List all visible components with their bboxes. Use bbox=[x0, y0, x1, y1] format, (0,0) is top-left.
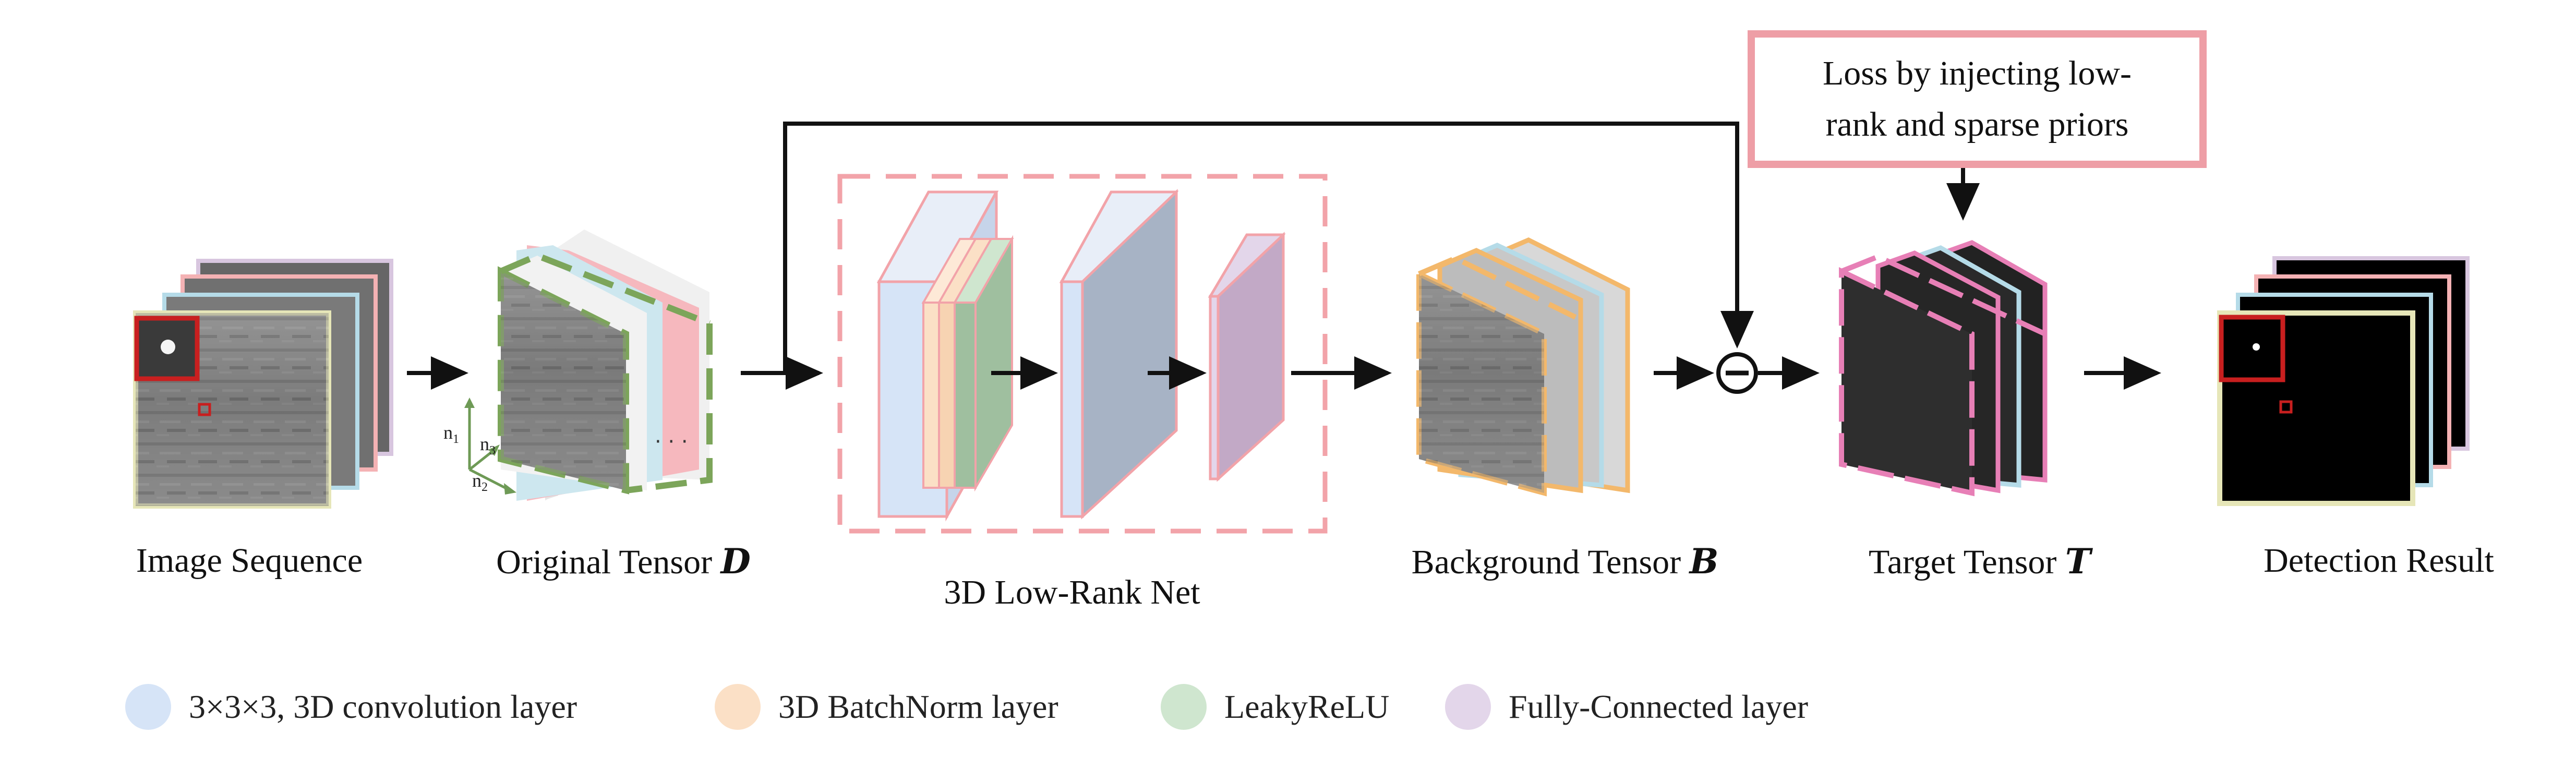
legend-item-conv: 3×3×3, 3D convolution layer bbox=[125, 683, 577, 730]
legend-item-batchnorm: 3D BatchNorm layer bbox=[715, 683, 1058, 730]
axis-icon bbox=[464, 398, 516, 495]
legend-label-batchnorm: 3D BatchNorm layer bbox=[778, 688, 1058, 725]
skip-connection-line bbox=[783, 122, 1754, 373]
label-target-tensor: Target Tensor T bbox=[1868, 541, 2091, 582]
legend-item-leakyrelu: LeakyReLU bbox=[1161, 683, 1389, 730]
legend-swatch-batchnorm bbox=[715, 684, 761, 730]
low-rank-net-frame bbox=[837, 174, 1328, 534]
loss-box: Loss by injecting low-rank and sparse pr… bbox=[1748, 30, 2207, 168]
target-zoom-box bbox=[2219, 315, 2285, 382]
symbol-t: T bbox=[2065, 541, 2091, 582]
detection-result-stack bbox=[2217, 256, 2470, 506]
label-detection-result: Detection Result bbox=[2264, 542, 2494, 580]
legend-swatch-conv bbox=[125, 684, 171, 730]
image-sequence-stack bbox=[133, 259, 393, 509]
background-tensor-block bbox=[1416, 237, 1630, 497]
label-background-tensor: Background Tensor B bbox=[1411, 541, 1719, 582]
legend-item-fc: Fully-Connected layer bbox=[1445, 683, 1808, 730]
label-low-rank-net: 3D Low-Rank Net bbox=[944, 573, 1200, 611]
axis-label-n3: n3 bbox=[480, 434, 496, 458]
target-marker bbox=[2279, 400, 2293, 414]
label-original-tensor: Original Tensor D bbox=[496, 541, 751, 582]
conv-block-1 bbox=[876, 190, 1014, 522]
axis-label-n1: n1 bbox=[443, 422, 459, 447]
svg-text:· · ·: · · · bbox=[655, 430, 688, 454]
legend-label-conv: 3×3×3, 3D convolution layer bbox=[189, 688, 577, 725]
legend-swatch-leakyrelu bbox=[1161, 684, 1207, 730]
fc-layer-block bbox=[1208, 232, 1286, 482]
legend-swatch-fc bbox=[1445, 684, 1491, 730]
symbol-b: B bbox=[1689, 541, 1719, 582]
legend-label-leakyrelu: LeakyReLU bbox=[1224, 688, 1390, 725]
conv-block-2 bbox=[1059, 189, 1179, 520]
symbol-d: D bbox=[720, 541, 751, 582]
label-image-sequence: Image Sequence bbox=[136, 542, 363, 580]
loss-box-text: Loss by injecting low-rank and sparse pr… bbox=[1822, 54, 2132, 143]
legend-label-fc: Fully-Connected layer bbox=[1509, 688, 1809, 725]
subtract-operator-icon bbox=[1716, 352, 1758, 394]
axis-label-n2: n2 bbox=[472, 470, 488, 495]
target-marker bbox=[198, 403, 211, 416]
original-tensor-block: · · · bbox=[498, 230, 713, 501]
target-tensor-block bbox=[1839, 240, 2048, 497]
